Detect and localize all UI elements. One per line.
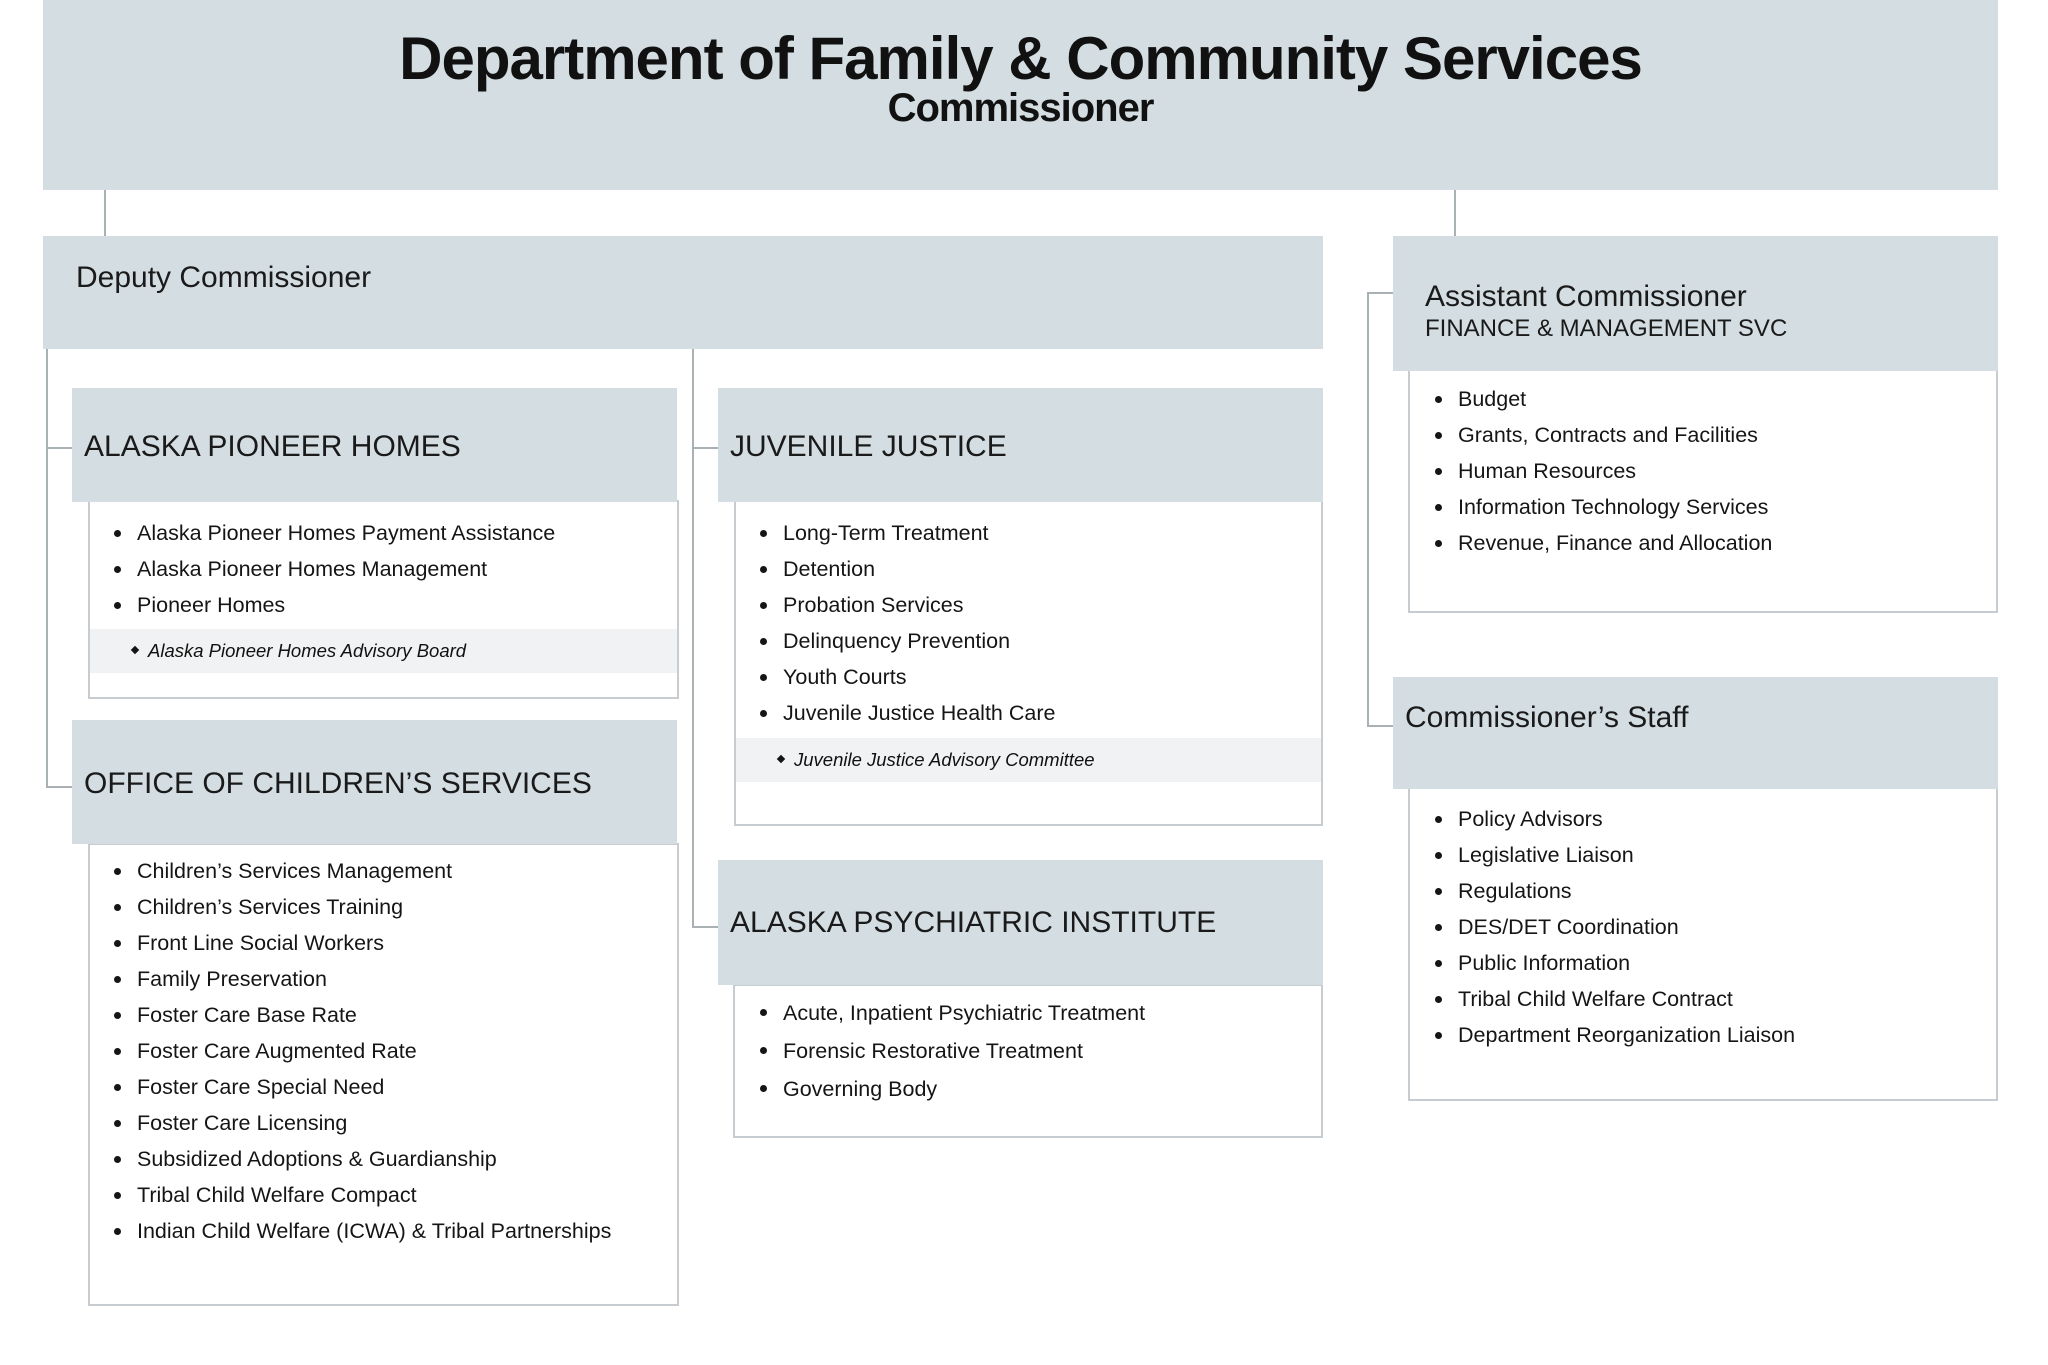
assistant-commissioner-subtitle: FINANCE & MANAGEMENT SVC [1425, 315, 1788, 342]
list-item: Pioneer Homes [106, 587, 555, 623]
list-item: Indian Child Welfare (ICWA) & Tribal Par… [106, 1213, 611, 1249]
list-item: Delinquency Prevention [752, 623, 1055, 659]
list-item: Public Information [1427, 945, 1795, 981]
list-item: Human Resources [1427, 453, 1772, 489]
commissioners-staff-header: Commissioner’s Staff [1393, 677, 1998, 789]
list-item: Budget [1427, 381, 1772, 417]
pioneer-homes-list: Alaska Pioneer Homes Payment Assistance … [106, 515, 555, 623]
connector-line [1367, 292, 1393, 294]
connector-line [1454, 190, 1456, 236]
deputy-commissioner-box: Deputy Commissioner [43, 236, 1323, 349]
juvenile-justice-title: JUVENILE JUSTICE [730, 430, 1007, 463]
pioneer-homes-header: ALASKA PIONEER HOMES [72, 388, 677, 502]
connector-line [104, 190, 106, 236]
list-item: Youth Courts [752, 659, 1055, 695]
list-item: Policy Advisors [1427, 801, 1795, 837]
childrens-services-list: Children’s Services Management Children’… [106, 853, 611, 1249]
list-item: Department Reorganization Liaison [1427, 1017, 1795, 1053]
department-title: Department of Family & Community Service… [399, 25, 1643, 92]
connector-line [46, 786, 72, 788]
connector-line [1367, 725, 1393, 727]
list-item: Front Line Social Workers [106, 925, 611, 961]
assistant-commissioner-header: Assistant Commissioner FINANCE & MANAGEM… [1393, 236, 1998, 371]
assistant-commissioner-list: Budget Grants, Contracts and Facilities … [1427, 381, 1772, 561]
psychiatric-institute-list: Acute, Inpatient Psychiatric Treatment F… [752, 994, 1145, 1108]
psychiatric-institute-title: ALASKA PSYCHIATRIC INSTITUTE [730, 906, 1217, 939]
commissioners-staff-list-box [1408, 787, 1998, 1101]
list-item: Foster Care Base Rate [106, 997, 611, 1033]
list-item: Detention [752, 551, 1055, 587]
deputy-commissioner-title: Deputy Commissioner [76, 261, 372, 294]
connector-line [692, 349, 694, 927]
list-item: Juvenile Justice Health Care [752, 695, 1055, 731]
pioneer-homes-advisory-label: Alaska Pioneer Homes Advisory Board [148, 640, 467, 661]
juvenile-justice-list: Long-Term Treatment Detention Probation … [752, 515, 1055, 731]
juvenile-justice-header: JUVENILE JUSTICE [718, 388, 1323, 502]
diamond-bullet-icon [130, 645, 140, 655]
list-item: Legislative Liaison [1427, 837, 1795, 873]
list-item: Family Preservation [106, 961, 611, 997]
commissioners-staff-title: Commissioner’s Staff [1405, 701, 1689, 734]
list-item: Grants, Contracts and Facilities [1427, 417, 1772, 453]
list-item: Probation Services [752, 587, 1055, 623]
connector-line [692, 447, 718, 449]
juvenile-justice-advisory-label: Juvenile Justice Advisory Committee [794, 749, 1095, 770]
commissioners-staff-list: Policy Advisors Legislative Liaison Regu… [1427, 801, 1795, 1053]
commissioner-header: Department of Family & Community Service… [43, 0, 1998, 190]
psychiatric-institute-header: ALASKA PSYCHIATRIC INSTITUTE [718, 860, 1323, 985]
childrens-services-title: OFFICE OF CHILDREN’S SERVICES [84, 767, 592, 800]
pioneer-homes-advisory: Alaska Pioneer Homes Advisory Board [90, 629, 677, 673]
list-item: Revenue, Finance and Allocation [1427, 525, 1772, 561]
connector-line [1367, 292, 1369, 726]
list-item: Information Technology Services [1427, 489, 1772, 525]
list-item: Alaska Pioneer Homes Payment Assistance [106, 515, 555, 551]
list-item: Acute, Inpatient Psychiatric Treatment [752, 994, 1145, 1032]
list-item: Tribal Child Welfare Compact [106, 1177, 611, 1213]
list-item: Subsidized Adoptions & Guardianship [106, 1141, 611, 1177]
diamond-bullet-icon [776, 754, 786, 764]
list-item: Children’s Services Management [106, 853, 611, 889]
childrens-services-list-box [88, 843, 679, 1306]
pioneer-homes-title: ALASKA PIONEER HOMES [84, 430, 461, 463]
assistant-commissioner-title: Assistant Commissioner [1425, 280, 1747, 313]
assistant-commissioner-list-box [1408, 369, 1998, 613]
list-item: Regulations [1427, 873, 1795, 909]
connector-line [692, 926, 718, 928]
juvenile-justice-advisory: Juvenile Justice Advisory Committee [736, 738, 1321, 782]
list-item: Foster Care Special Need [106, 1069, 611, 1105]
list-item: Governing Body [752, 1070, 1145, 1108]
list-item: Tribal Child Welfare Contract [1427, 981, 1795, 1017]
list-item: Foster Care Licensing [106, 1105, 611, 1141]
list-item: Alaska Pioneer Homes Management [106, 551, 555, 587]
list-item: Forensic Restorative Treatment [752, 1032, 1145, 1070]
list-item: Foster Care Augmented Rate [106, 1033, 611, 1069]
psychiatric-institute-list-box [733, 984, 1323, 1138]
list-item: Long-Term Treatment [752, 515, 1055, 551]
commissioner-title: Commissioner [887, 86, 1155, 130]
list-item: Children’s Services Training [106, 889, 611, 925]
list-item: DES/DET Coordination [1427, 909, 1795, 945]
connector-line [46, 349, 48, 787]
childrens-services-header: OFFICE OF CHILDREN’S SERVICES [72, 720, 677, 844]
connector-line [46, 447, 72, 449]
